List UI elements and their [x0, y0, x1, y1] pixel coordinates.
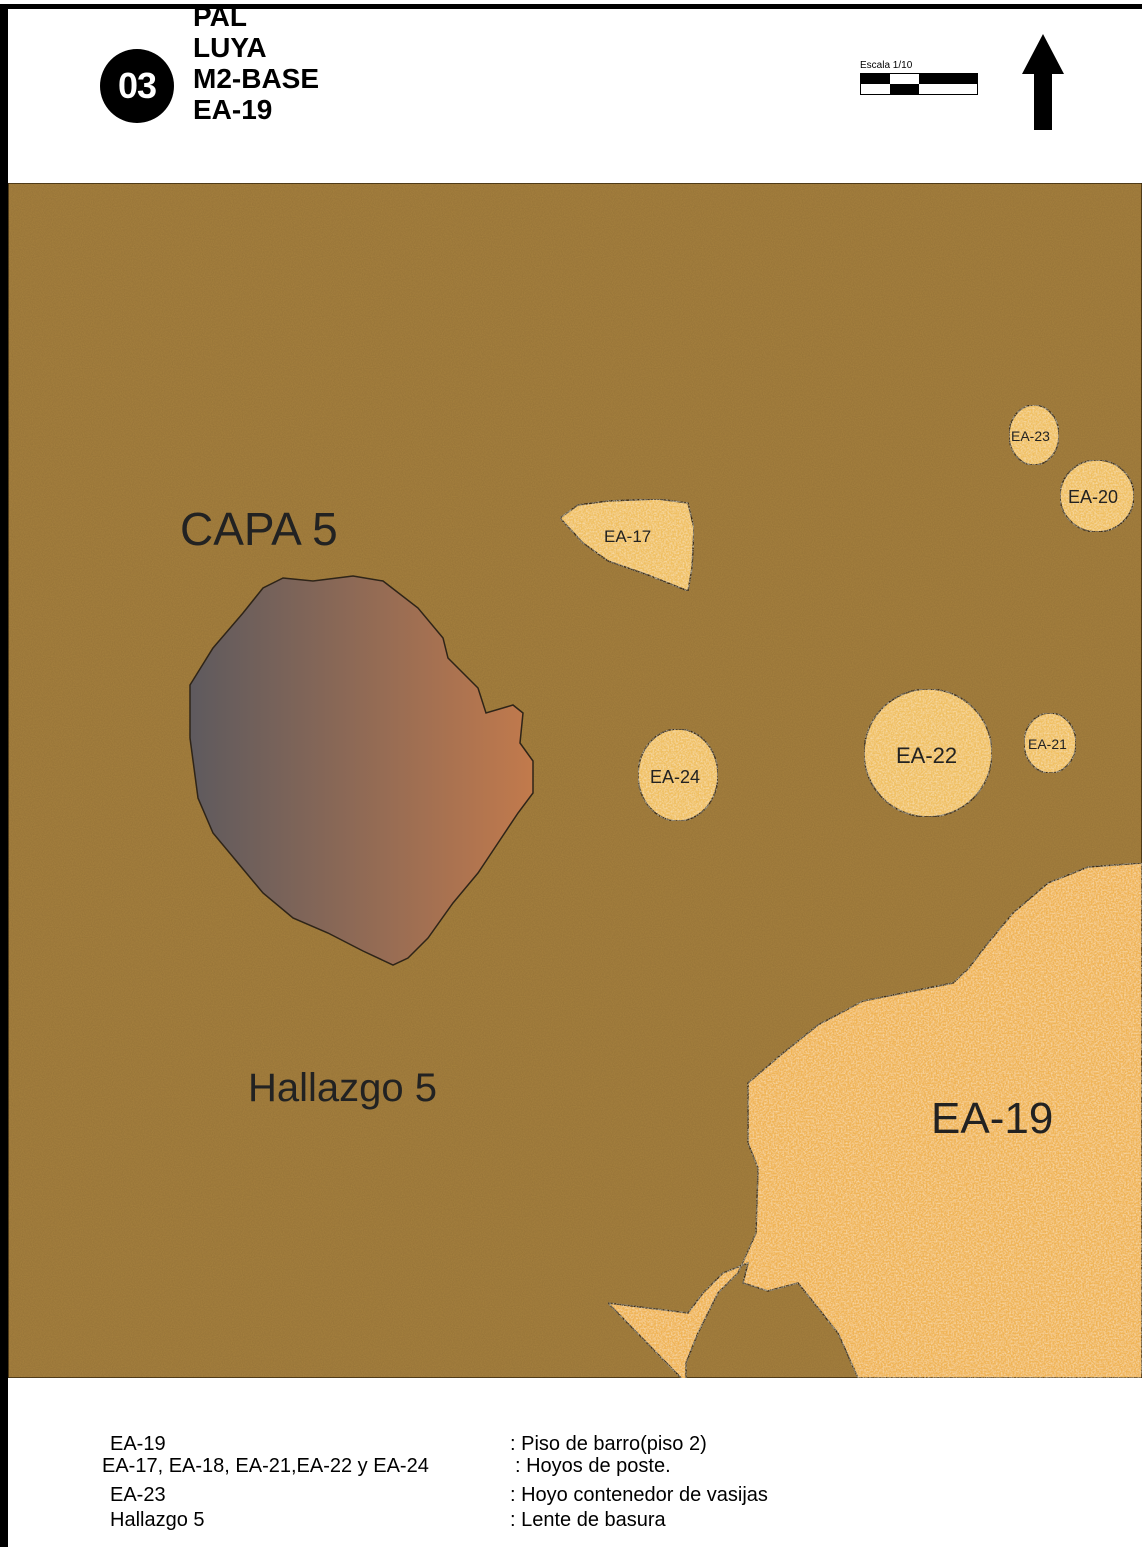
- plate-number-badge: 03: [100, 49, 174, 123]
- legend-definition: : Piso de barro(piso 2): [510, 1433, 707, 1455]
- feature-ea-17: [558, 498, 695, 593]
- layer-label: CAPA 5: [180, 503, 338, 555]
- feature-ea-21: [1023, 712, 1077, 774]
- excavation-plan: CAPA 5 EA-19 Hallazgo 5 EA-17 EA-23 EA-2…: [8, 183, 1142, 1378]
- legend-term: EA-17, EA-18, EA-21,EA-22 y EA-24: [102, 1455, 429, 1477]
- legend-definition: : Lente de basura: [510, 1509, 666, 1531]
- feature-ea-22: [863, 688, 993, 818]
- legend-term: EA-19: [110, 1433, 166, 1455]
- frame-top-border: [0, 4, 1142, 9]
- scale-bar-graphic: [860, 73, 978, 95]
- feature-ea-22-label: EA-22: [896, 743, 957, 768]
- feature-ea-23-label: EA-23: [1011, 428, 1050, 444]
- frame-left-border: [0, 4, 8, 1547]
- hallazgo-5-area: [189, 575, 534, 966]
- feature-ea-17-label: EA-17: [604, 527, 651, 546]
- legend-definition: : Hoyos de poste.: [515, 1455, 671, 1477]
- plate-title: PAL LUYA M2-BASE EA-19: [193, 1, 319, 125]
- feature-ea-20: [1059, 459, 1135, 533]
- north-arrow-icon: [1022, 34, 1064, 130]
- feature-ea-24-label: EA-24: [650, 767, 700, 787]
- scale-bar: Escala 1/10: [860, 60, 978, 95]
- legend-term: Hallazgo 5: [110, 1509, 205, 1531]
- title-line-sector: LUYA: [193, 32, 267, 63]
- sheet-header: 03 PAL LUYA M2-BASE EA-19 Escala 1/10: [8, 1, 1142, 183]
- feature-ea-19-floor: [605, 862, 1142, 1378]
- title-line-feature: EA-19: [193, 94, 273, 125]
- scale-label: Escala 1/10: [860, 60, 913, 71]
- plate-number: 03: [117, 65, 157, 106]
- title-line-unit: M2-BASE: [193, 63, 320, 94]
- feature-ea-24: [637, 728, 719, 822]
- hallazgo-5-label: Hallazgo 5: [248, 1066, 437, 1110]
- legend-term: EA-23: [110, 1484, 166, 1506]
- feature-ea-19-label: EA-19: [931, 1094, 1053, 1143]
- feature-ea-21-label: EA-21: [1028, 736, 1067, 752]
- legend-definition: : Hoyo contenedor de vasijas: [510, 1484, 768, 1506]
- feature-ea-23: [1008, 404, 1060, 466]
- feature-ea-20-label: EA-20: [1068, 487, 1118, 507]
